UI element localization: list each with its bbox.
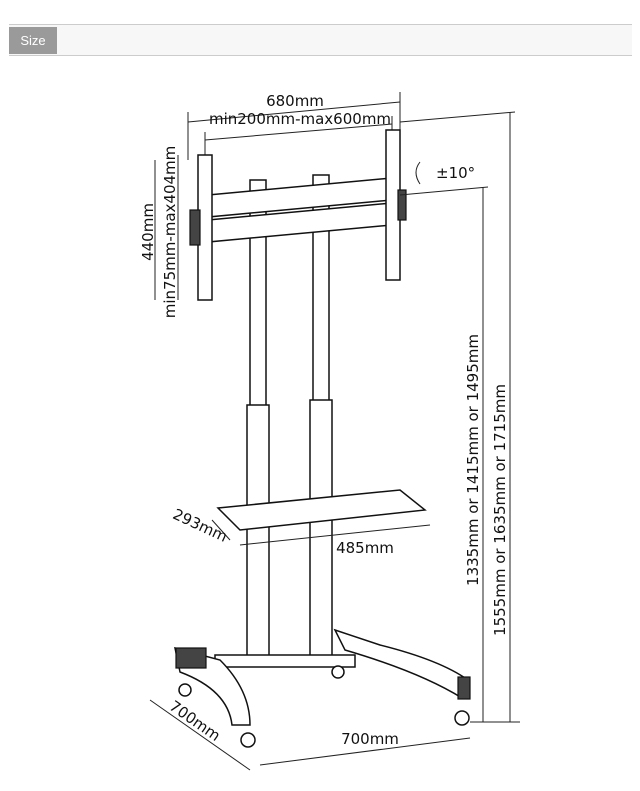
section-header: Size <box>9 24 632 56</box>
width-overall-label: 680mm <box>266 92 324 110</box>
tilt-arrow-icon <box>415 161 421 185</box>
size-tab[interactable]: Size <box>9 27 57 54</box>
shelf-width-label: 485mm <box>336 539 394 557</box>
base-depth-label: 700mm <box>166 697 224 745</box>
vesa-horizontal-label: min200mm-max600mm <box>209 110 391 128</box>
mount-bracket <box>189 129 407 301</box>
shelf <box>216 489 427 531</box>
vesa-vertical-label: min75mm-max404mm <box>161 146 179 319</box>
stand-posts <box>246 174 333 666</box>
tilt-label: ±10° <box>436 164 475 182</box>
shelf-height-label: 1335mm or 1415mm or 1495mm <box>464 334 482 586</box>
total-height-label: 1555mm or 1635mm or 1715mm <box>491 384 509 636</box>
bracket-height-label: 440mm <box>139 203 157 261</box>
base-width-label: 700mm <box>341 730 399 748</box>
width-dimension-lines <box>187 92 401 160</box>
stand-base <box>174 628 471 748</box>
